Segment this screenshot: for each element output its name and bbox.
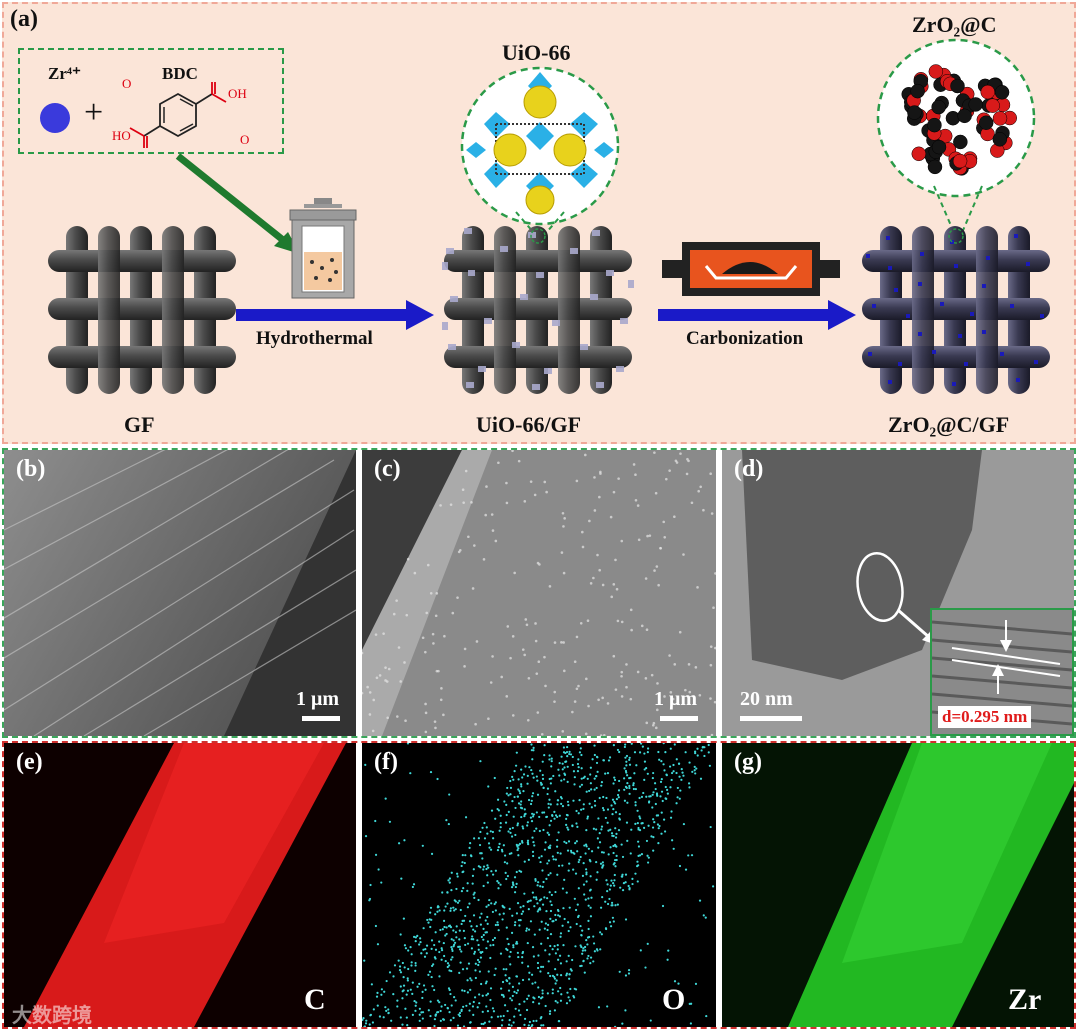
zro2c-particle-icon [876,38,1036,243]
uio66-crystal-icon [460,66,620,241]
panel-b-scale-text: 1 μm [296,688,339,710]
panel-g-label: (g) [734,749,762,775]
bdc-structure-icon [129,82,227,148]
sem-gf-texture [4,450,356,736]
zro2c-title: ZrO₂@C [912,12,997,37]
bdc-ho-bottom: HO [112,128,131,143]
bdc-o-top: O [122,76,132,91]
hydrothermal-label: Hydrothermal [256,328,373,349]
panel-b-label: (b) [16,456,46,482]
zro2c-gf-label: ZrO₂@C/GF [888,412,1010,437]
carbonization-label: Carbonization [686,328,804,349]
blue-arrow-hydrothermal-icon [236,300,434,330]
sem-uio66-texture [362,450,716,736]
oxygen-element-label: O [662,983,686,1016]
sem-image-gf: (b) 1 μm [4,450,356,736]
uio66-gf-mesh-icon [442,226,634,394]
tem-image: d=0.295 nm (d) 20 nm [722,450,1074,736]
panel-d-scale-bar [740,716,802,721]
lattice-spacing-label: d=0.295 nm [938,706,1032,728]
eds-map-zirconium: (g) Zr [722,743,1074,1027]
panel-d-label: (d) [734,456,764,482]
watermark: 大数跨境 [12,1003,92,1027]
zr-ion-label: Zr⁴⁺ [48,64,81,83]
panel-f-label: (f) [374,749,398,775]
gf-mesh-icon [48,226,236,394]
plus-sign: + [84,94,104,131]
zirconium-element-label: Zr [1008,983,1042,1016]
eds-mapping-row [2,741,1076,1029]
furnace-icon [662,242,840,296]
panel-c-label: (c) [374,456,401,482]
panel-d-scale-text: 20 nm [740,688,793,710]
sem-image-uio66-gf: (c) 1 μm [362,450,716,736]
panel-e-label: (e) [16,749,43,775]
panel-b-scale-bar [302,716,340,721]
autoclave-icon [289,198,357,299]
blue-arrow-carbonization-icon [658,300,856,330]
eds-map-oxygen: (f) O [362,743,716,1027]
panel-a-label: (a) [10,6,38,32]
sem-tem-row [2,448,1076,738]
panel-c-scale-bar [660,716,698,721]
bdc-o-bottom: O [240,132,250,147]
bdc-oh-top: OH [228,86,247,101]
uio66-gf-label: UiO-66/GF [476,412,582,437]
zro2c-gf-mesh-icon [862,226,1050,394]
uio66-title: UiO-66 [502,40,571,65]
panel-c-scale-text: 1 μm [654,688,697,710]
tem-inset: d=0.295 nm [930,608,1074,736]
zr-ion-sphere [40,103,70,133]
zirconium-band [788,743,1074,1027]
carbon-band [24,743,346,1027]
bdc-label: BDC [162,64,198,83]
eds-map-carbon: (e) C 大数跨境 [4,743,356,1027]
gf-label: GF [124,412,155,437]
oxygen-band [362,743,715,1027]
precursor-box [18,48,284,154]
carbon-element-label: C [304,983,326,1016]
